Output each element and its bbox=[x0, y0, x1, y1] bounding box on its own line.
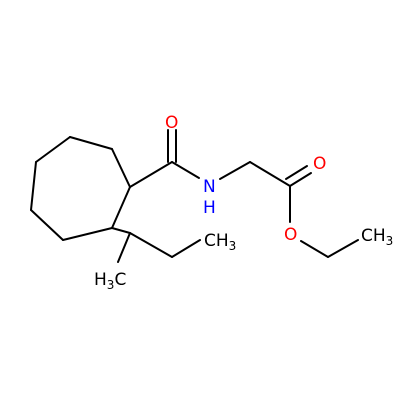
amide-group bbox=[129, 129, 251, 188]
cycloheptane-ring bbox=[30, 136, 131, 241]
ring-bond-7 bbox=[111, 186, 131, 229]
left-methyl-c: C bbox=[114, 270, 126, 290]
ch2-to-ch3-bond bbox=[171, 239, 201, 258]
ring-to-ch-bond bbox=[111, 227, 131, 234]
left-methyl-subscript: 3 bbox=[107, 278, 115, 292]
ester-methyl-subscript: 3 bbox=[386, 234, 394, 248]
ester-co-double-bond-a bbox=[289, 172, 312, 187]
nitrogen-to-ch2-bond bbox=[219, 161, 251, 180]
ch2-to-ester-carbon-bond bbox=[249, 161, 291, 187]
amide-hydrogen-label: H bbox=[203, 198, 216, 218]
amide-oxygen-label: O bbox=[165, 113, 178, 133]
ring-bond-1 bbox=[111, 148, 131, 188]
right-methyl-subscript: 3 bbox=[229, 239, 237, 253]
ester-group bbox=[249, 161, 359, 258]
carbonyl-to-nitrogen-bond bbox=[171, 161, 200, 179]
ring-bond-5 bbox=[30, 209, 64, 241]
ester-carbonyl-oxygen-label: O bbox=[313, 154, 326, 174]
ester-methyl-label: CH3 bbox=[361, 226, 393, 248]
ring-bond-6 bbox=[62, 227, 113, 241]
ester-co-double-bond-b bbox=[285, 165, 308, 180]
left-methyl-h: H bbox=[94, 270, 107, 290]
sec-butyl-group bbox=[111, 227, 201, 263]
right-methyl-label: CH3 bbox=[204, 231, 236, 253]
amide-nitrogen-label: N bbox=[203, 177, 216, 197]
ring-bond-2 bbox=[69, 136, 113, 150]
left-methyl-label: H3C bbox=[94, 270, 126, 292]
ring-bond-4 bbox=[30, 161, 37, 211]
ester-methyl-c: CH bbox=[361, 226, 386, 246]
ester-oxygen-label: O bbox=[284, 225, 297, 245]
ch-to-ch2-bond bbox=[129, 232, 173, 258]
ch-to-methyl-bond bbox=[117, 232, 131, 263]
ester-oxygen-to-ch2-bond bbox=[300, 240, 329, 258]
ring-to-carbonyl-bond bbox=[129, 161, 173, 188]
ethyl-ch2-to-ch3-bond bbox=[327, 239, 359, 258]
ring-bond-3 bbox=[35, 136, 71, 163]
right-methyl-c: CH bbox=[204, 231, 229, 251]
